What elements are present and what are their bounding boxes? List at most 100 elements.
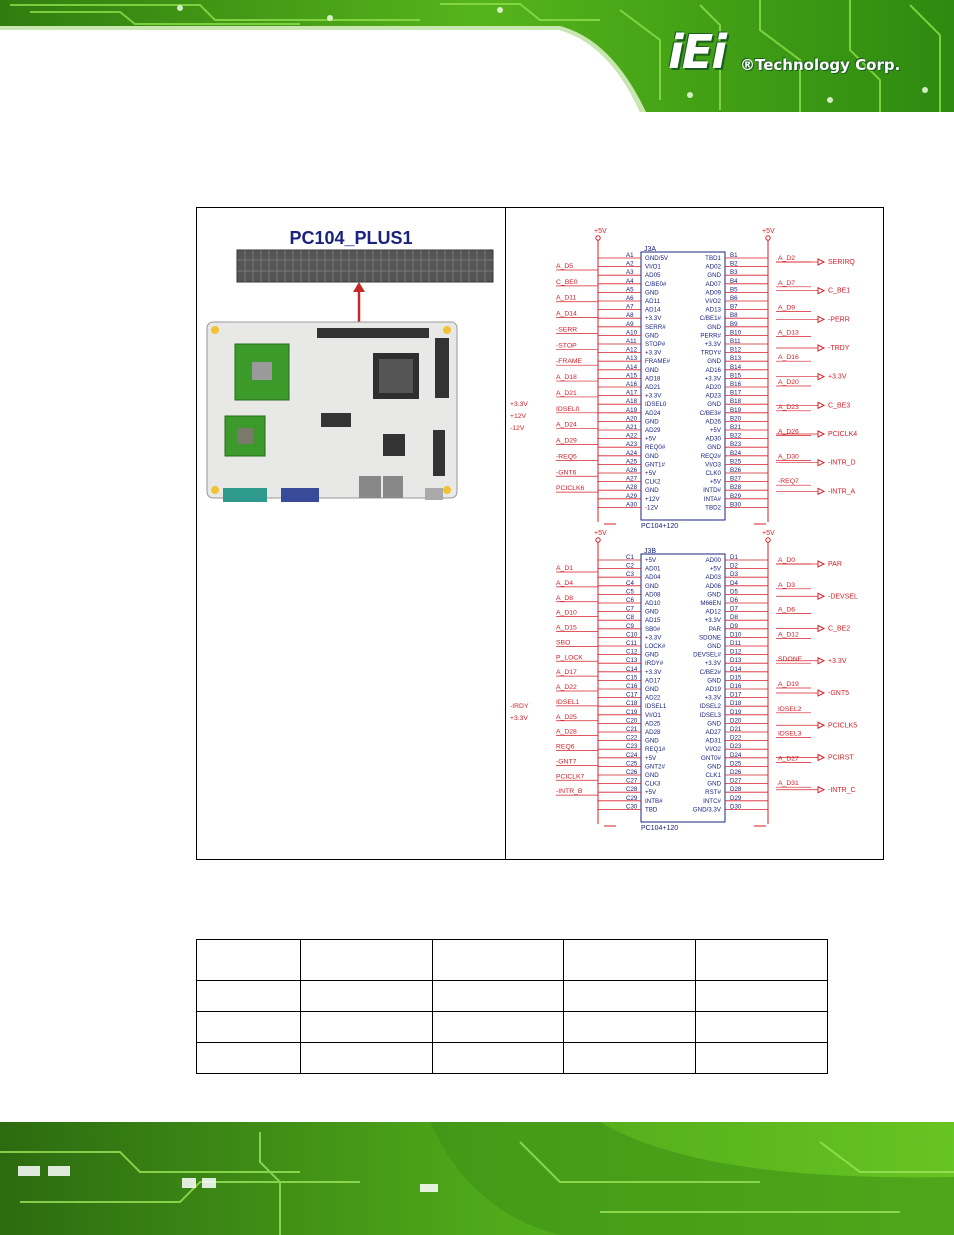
pin-number: D5 [730, 588, 738, 595]
port-arrow [817, 401, 826, 410]
pin-number: C2 [626, 563, 634, 570]
table-cell [196, 980, 301, 1012]
pin-number: A8 [626, 312, 634, 319]
pcb-header-graphic [0, 0, 954, 112]
pin-signal: REQ2# [701, 453, 722, 460]
port-label: +3.3V [828, 374, 847, 381]
pin-signal: IDSEL0 [645, 401, 667, 408]
table-cell [563, 980, 697, 1012]
pin-number: B21 [730, 424, 742, 431]
logo-mark: iEi [668, 25, 727, 79]
pin-number: A2 [626, 261, 634, 268]
pin-number: B25 [730, 458, 742, 465]
pin-signal: +5V [645, 789, 657, 796]
pin-number: C13 [626, 657, 638, 664]
pin-signal: AD23 [706, 393, 722, 400]
pin-signal: AD02 [706, 264, 722, 271]
port-arrow [817, 753, 826, 762]
power-port-label: +12V [510, 413, 527, 420]
pin-signal: PERR# [700, 332, 721, 339]
pin-signal: PAR [709, 626, 722, 633]
logo-company-name: ®Technology Corp. [740, 56, 901, 74]
pin-signal: VI/O3 [705, 461, 721, 468]
port-arrow [817, 286, 826, 295]
pin-signal: AD22 [645, 695, 661, 702]
pin-number: D19 [730, 709, 742, 716]
port-arrow [817, 721, 826, 730]
pin-number: C1 [626, 554, 634, 561]
pin-signal: GND [707, 444, 721, 451]
net-label: -REQ5 [556, 453, 577, 460]
pin-signal: GND [707, 643, 721, 650]
pin-number: A3 [626, 269, 634, 276]
pin-signal: GND [645, 418, 659, 425]
pin-number: B30 [730, 501, 742, 508]
pin-signal: SDONE [699, 634, 721, 641]
pin-signal: AD15 [645, 617, 661, 624]
pin-signal: AD20 [706, 384, 722, 391]
pin-signal: +3.3V [645, 393, 662, 400]
pin-signal: RST# [705, 789, 721, 796]
pin-number: B29 [730, 493, 742, 500]
connector-figure: PC104_PLUS1 [196, 207, 884, 860]
pin-signal: VI/O1 [645, 264, 661, 271]
pin-number: C18 [626, 700, 638, 707]
pin-number: A20 [626, 415, 638, 422]
pin-number: B20 [730, 415, 742, 422]
pin-number: D11 [730, 640, 741, 647]
port-arrow [817, 689, 826, 697]
pin-signal: -12V [645, 504, 659, 511]
pin-number: B4 [730, 278, 738, 285]
net-label: A_D18 [556, 374, 577, 381]
pin-number: A19 [626, 407, 638, 414]
pin-signal: IDSEL2 [700, 703, 722, 710]
net-label: IDSEL1 [556, 699, 580, 706]
net-label: C_BE0 [556, 279, 578, 286]
port-label: C_BE3 [828, 402, 850, 409]
net-label: A_D19 [778, 681, 799, 688]
pin-signal: CLK3 [645, 781, 661, 788]
pin-signal: CLK2 [645, 479, 661, 486]
table-row [196, 1042, 828, 1074]
table-header-cell [196, 939, 301, 981]
pin-signal: +3.3V [705, 617, 722, 624]
net-label: A_D2 [778, 255, 795, 262]
pin-number: D1 [730, 554, 738, 561]
net-label: A_D5 [556, 263, 573, 270]
port-label: PCIRST [828, 755, 854, 762]
pin-signal: AD08 [645, 591, 661, 598]
pin-number: C23 [626, 743, 638, 750]
pin-signal: +5V [645, 557, 657, 564]
pin-number: A22 [626, 433, 638, 440]
pin-number: A12 [626, 347, 638, 354]
port-arrow [817, 258, 826, 266]
port-label: -GNT5 [828, 690, 849, 697]
pin-number: D18 [730, 700, 742, 707]
pin-number: A9 [626, 321, 634, 328]
pin-signal: +3.3V [705, 341, 722, 348]
power-node [595, 235, 601, 241]
pin-signal: M66EN [700, 600, 721, 607]
pin-signal: AD31 [706, 738, 722, 745]
pin-number: B24 [730, 450, 742, 457]
pin-signal: +3.3V [705, 695, 722, 702]
pin-number: D22 [730, 735, 742, 742]
table-header-row [196, 939, 828, 981]
pin-signal: GND [645, 583, 659, 590]
table-cell [431, 1011, 565, 1043]
pin-number: B13 [730, 355, 742, 362]
net-label: A_D6 [778, 607, 795, 614]
pin-number: D26 [730, 769, 742, 776]
pin-signal: INTC# [703, 798, 721, 805]
pin-signal: AD16 [706, 367, 722, 374]
connector-reference: J3A [644, 246, 656, 253]
pin-number: B9 [730, 321, 738, 328]
pin-signal: AD28 [645, 729, 661, 736]
table-cell [563, 1042, 697, 1074]
net-label: A_D8 [556, 595, 573, 602]
pin-number: C4 [626, 580, 634, 587]
header-pcb-banner: iEi ®Technology Corp. [0, 0, 954, 112]
pin-signal: REQ0# [645, 444, 666, 451]
power-port-label: -12V [510, 425, 525, 432]
pin-number: A18 [626, 398, 638, 405]
